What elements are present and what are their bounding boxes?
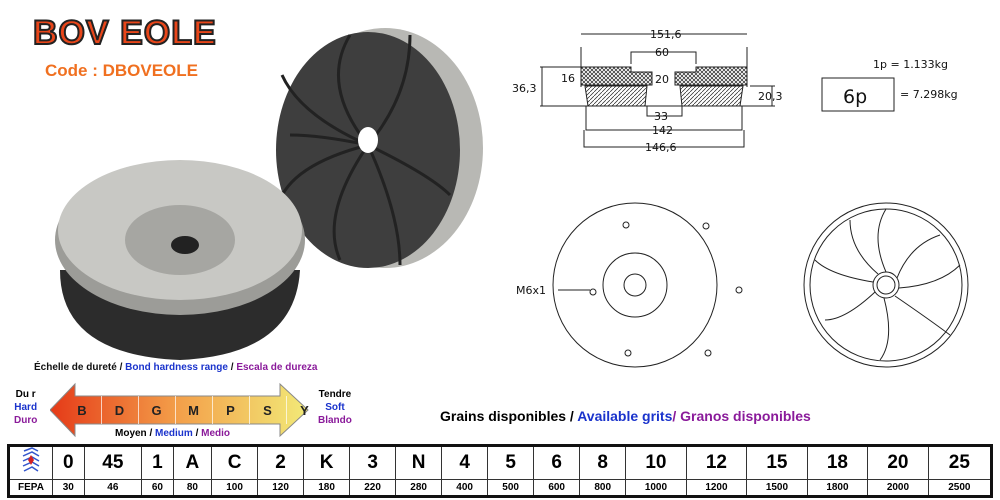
total-weight: = 7.298kg: [900, 88, 958, 101]
product-title: BOV EOLE: [32, 13, 217, 53]
grit-code: 20: [867, 445, 929, 480]
sep: /: [116, 362, 126, 373]
hardness-grade-s: S: [249, 396, 285, 424]
fepa-value: 120: [257, 479, 305, 497]
dim-segment-diameter: 142: [652, 124, 673, 137]
grits-title-en: Available grits: [577, 408, 673, 424]
hardness-arrow: [50, 382, 309, 438]
soft-en: Soft: [325, 402, 345, 413]
fepa-value: 1800: [806, 479, 869, 497]
soft-fr: Tendre: [318, 389, 352, 400]
fepa-value: 220: [349, 479, 397, 497]
hard-en: Hard: [14, 402, 38, 413]
fepa-value: 2000: [867, 479, 929, 497]
grit-code: 3: [349, 445, 397, 480]
grit-code: 1: [141, 445, 174, 480]
fepa-value: 60: [141, 479, 174, 497]
grit-code: N: [395, 445, 443, 480]
soft-es: Blando: [318, 415, 352, 426]
fepa-value: 1500: [746, 479, 808, 497]
title-es: Escala de dureza: [236, 362, 318, 373]
fepa-value: 30: [52, 479, 85, 497]
product-code: Code : DBOVEOLE: [45, 61, 199, 80]
fepa-value: 180: [303, 479, 351, 497]
hardness-grade-g: G: [138, 396, 174, 424]
dim-plate-thickness: 16: [561, 72, 575, 85]
grit-code: 25: [927, 445, 993, 480]
hardness-grade-d: D: [101, 396, 137, 424]
grit-code: K: [303, 445, 351, 480]
fepa-value: 1000: [625, 479, 687, 497]
grit-code: 15: [746, 445, 808, 480]
fepa-value: 46: [83, 479, 143, 497]
unit-weight: 1p = 1.133kg: [873, 58, 948, 71]
product-photos: [55, 28, 483, 360]
grit-code: 8: [579, 445, 627, 480]
fepa-value: 2500: [927, 479, 993, 497]
dim-segment-height: 20,3: [758, 90, 783, 103]
fepa-value: 1200: [685, 479, 748, 497]
grit-code: 18: [806, 445, 869, 480]
hard-es: Duro: [14, 415, 38, 426]
fepa-value: 500: [487, 479, 535, 497]
grit-code: C: [211, 445, 259, 480]
grit-code: 4: [441, 445, 489, 480]
hardness-grade-m: M: [175, 396, 211, 424]
dim-total-height: 36,3: [512, 82, 537, 95]
medium-label: Moyen / Medium / Medio: [115, 428, 230, 439]
technical-drawing: 151,6 60 16 20 36,3 20,3 33 142 146,6 M6…: [512, 28, 969, 368]
fepa-row-label: FEPA: [8, 479, 53, 497]
wheel-photo-front: [55, 160, 305, 360]
fepa-value: 600: [533, 479, 581, 497]
dim-base-diameter: 146,6: [645, 141, 677, 154]
hardness-scale-title: Échelle de dureté / Bond hardness range …: [34, 362, 317, 373]
fepa-value: 80: [172, 479, 213, 497]
grit-code: 6: [533, 445, 581, 480]
grit-code: 2: [257, 445, 305, 480]
hardness-grade-b: B: [77, 402, 87, 418]
medium-fr: Moyen: [115, 428, 147, 439]
medium-en: Medium: [155, 428, 193, 439]
grit-code: 45: [83, 445, 143, 480]
dim-center-diameter: 60: [655, 46, 669, 59]
dim-inner-diameter: 33: [654, 110, 668, 123]
thread-label: M6x1: [516, 284, 546, 297]
sep: /: [227, 362, 237, 373]
dim-overall-diameter: 151,6: [650, 28, 682, 41]
fepa-value: 280: [395, 479, 443, 497]
fepa-value: 400: [441, 479, 489, 497]
fepa-value: 800: [579, 479, 627, 497]
fepa-value: 100: [211, 479, 259, 497]
grit-code: A: [172, 445, 213, 480]
hard-fr: Du r: [15, 389, 36, 400]
grits-title-fr: Grains disponibles /: [440, 408, 578, 424]
dim-bore: 20: [655, 73, 669, 86]
grit-code: 5: [487, 445, 535, 480]
grits-title-es: / Granos disponibles: [672, 408, 811, 424]
medium-es: Medio: [201, 428, 231, 439]
wheel-photo-back: [276, 28, 483, 268]
grit-code: 10: [625, 445, 687, 480]
title-fr: Échelle de dureté: [34, 362, 117, 373]
hardness-grade-y: Y: [286, 396, 322, 424]
grit-code: 0: [52, 445, 85, 480]
title-en: Bond hardness range: [125, 362, 228, 373]
grits-title: Grains disponibles / Available grits/ Gr…: [440, 408, 811, 424]
sep: /: [146, 428, 156, 439]
hardness-grade-p: P: [212, 396, 248, 424]
pack-quantity: 6p: [843, 86, 867, 108]
sep: /: [192, 428, 202, 439]
grit-code: 12: [685, 445, 748, 480]
fepa-logo: [8, 445, 53, 480]
